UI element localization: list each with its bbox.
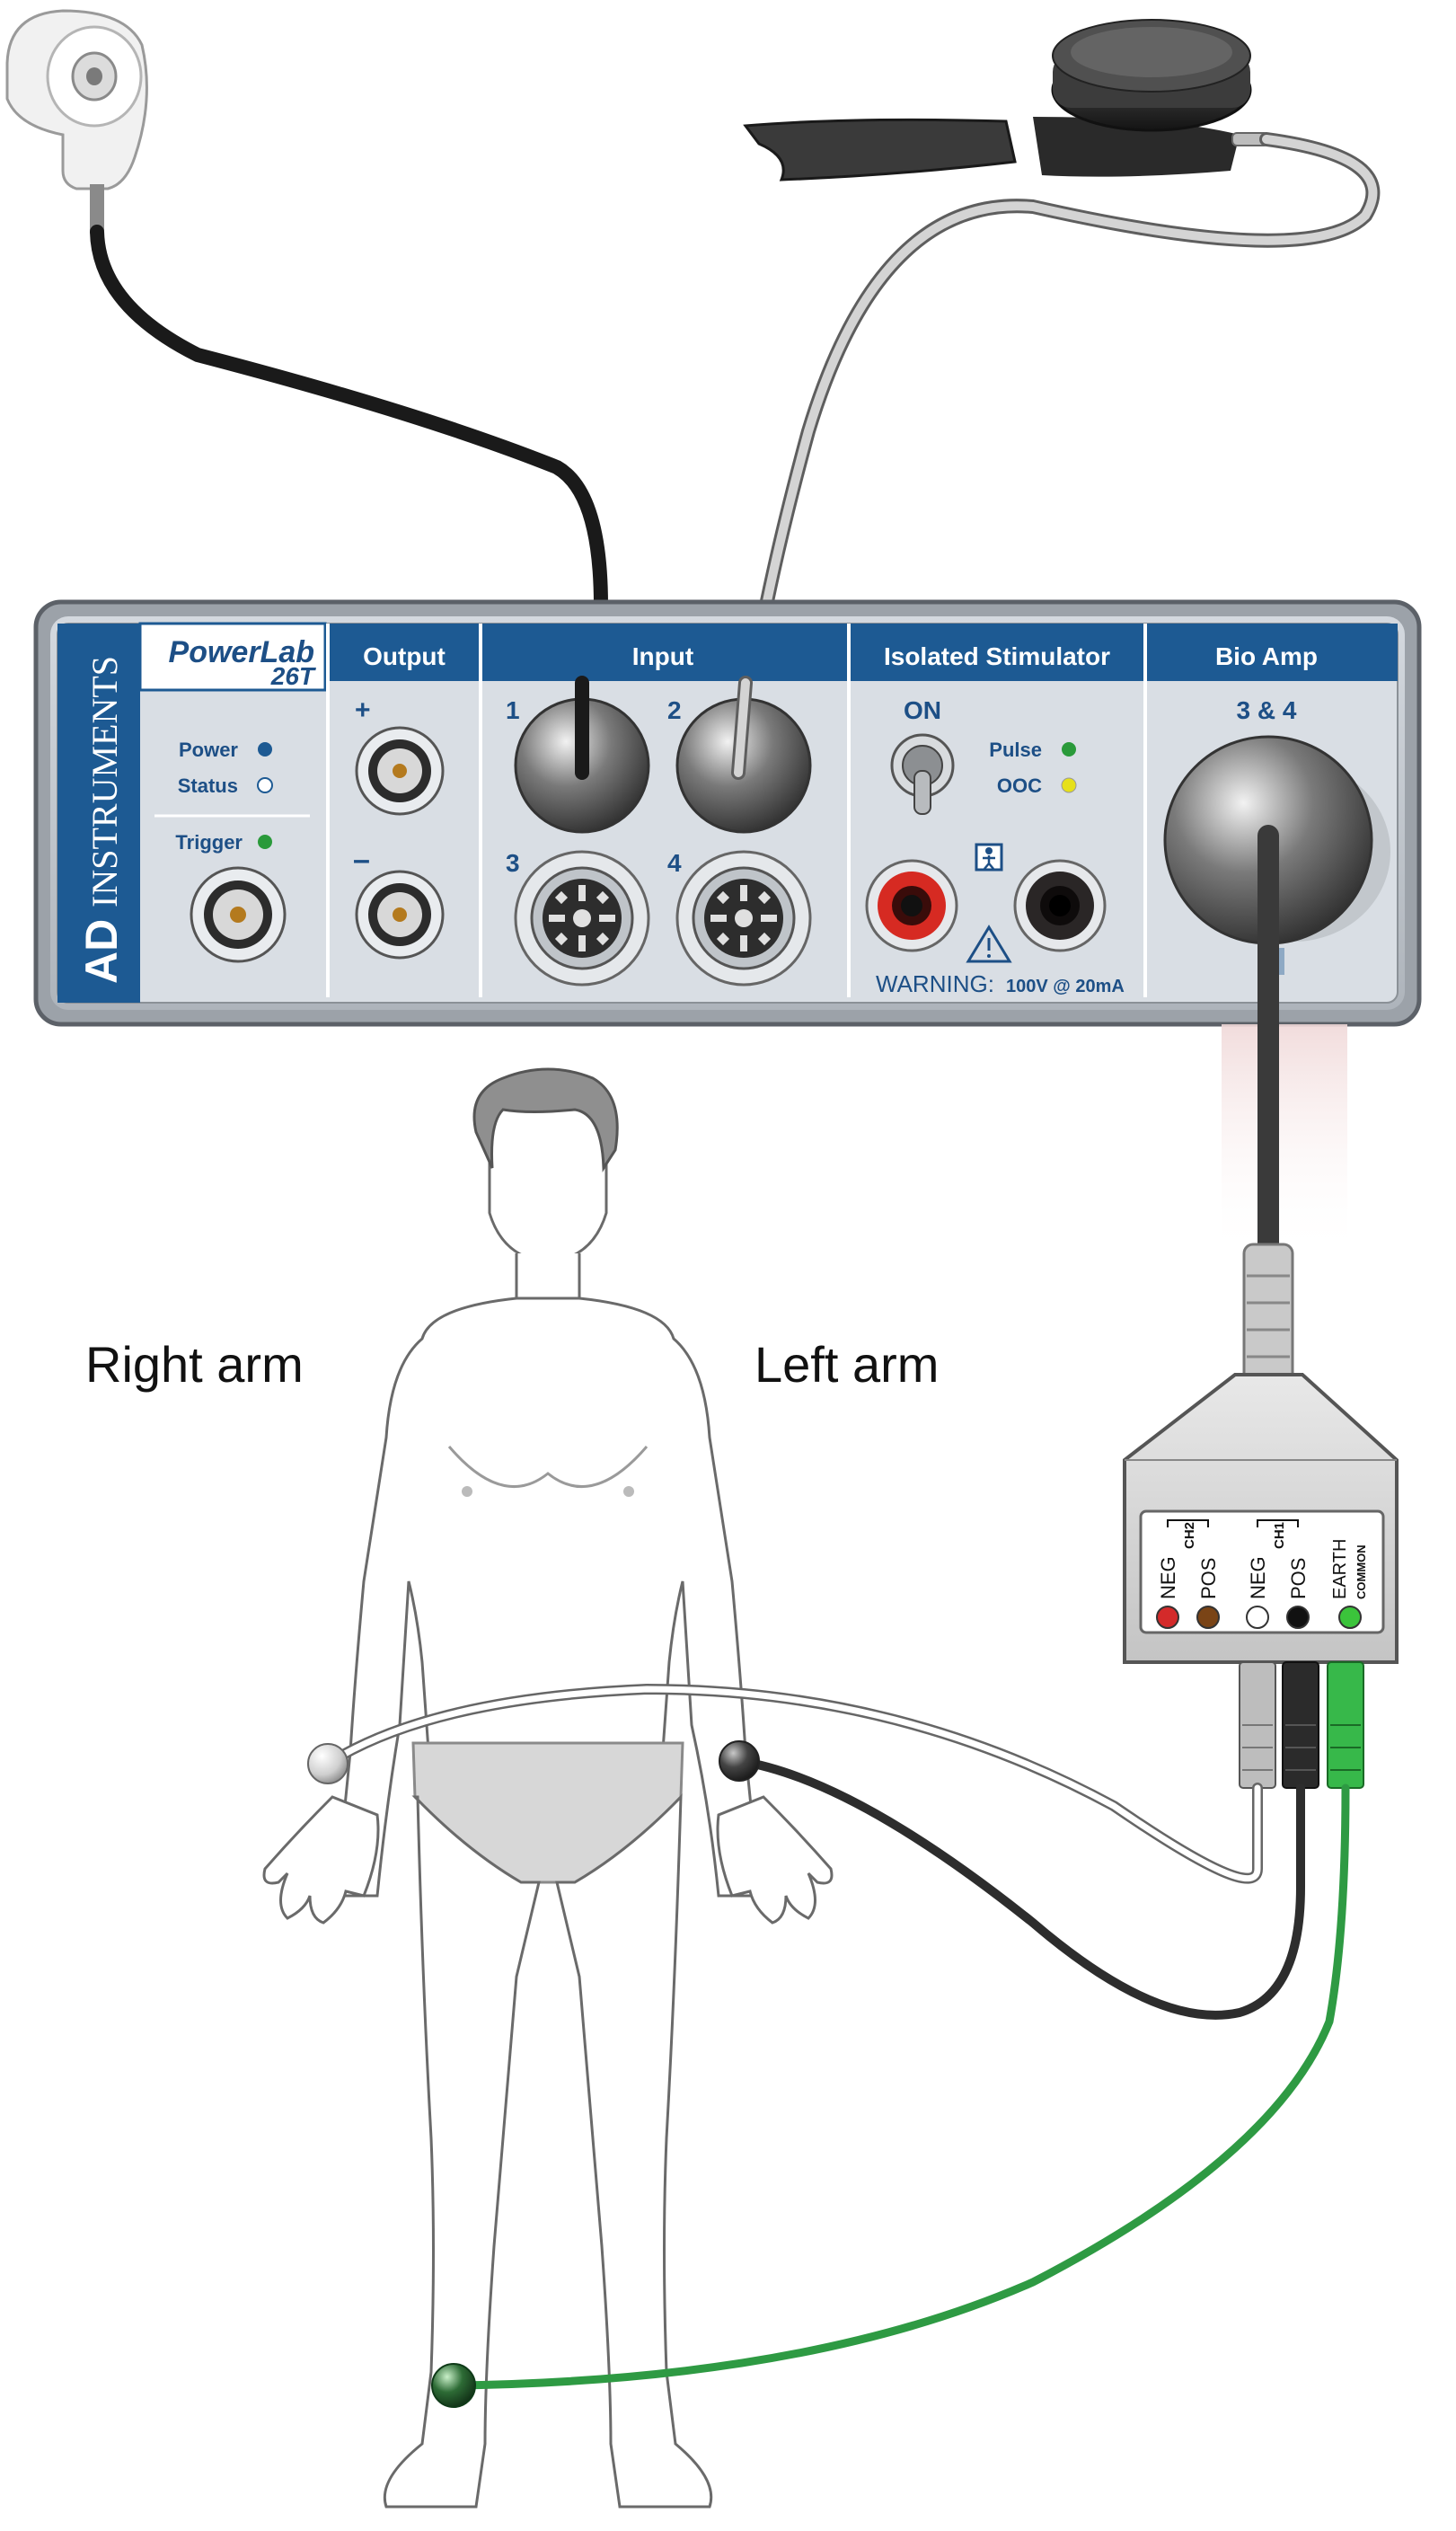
lead-plug-green[interactable]: [1327, 1661, 1364, 1789]
right-arm-label: Right arm: [85, 1336, 304, 1393]
lead-plug-white[interactable]: [1239, 1661, 1276, 1789]
lead-green: [449, 1783, 1350, 2390]
pod-earth-socket[interactable]: [1338, 1606, 1362, 1629]
pod-neg2-socket[interactable]: [1156, 1606, 1179, 1629]
left-arm-label: Left arm: [754, 1336, 939, 1393]
stimulator-toggle-switch[interactable]: [890, 733, 955, 815]
pod-pos2-label: POS: [1197, 1558, 1220, 1599]
ooc-label: OOC: [997, 774, 1042, 797]
powerlab-device: AD INSTRUMENTS PowerLab 26T Output Input…: [33, 599, 1422, 1027]
pod-common-label: COMMON: [1355, 1544, 1368, 1599]
output-minus-label: –: [353, 843, 370, 877]
electrode-green-right-leg: [431, 2363, 476, 2408]
brand-ad: AD: [76, 919, 127, 984]
power-label: Power: [179, 739, 238, 761]
electrode-pod: CH2 CH1 NEG POS NEG POS EARTH COMMON: [1123, 1373, 1399, 1664]
pod-pos1-label: POS: [1287, 1558, 1310, 1599]
section-stimulator: Isolated Stimulator: [884, 642, 1110, 670]
pulse-transducer: [5, 9, 148, 234]
isolated-person-icon: [975, 843, 1003, 872]
input-4-label: 4: [667, 849, 682, 877]
pulse-led: [1062, 742, 1076, 757]
model-line1: PowerLab: [169, 635, 314, 669]
input-2-label: 2: [667, 696, 682, 724]
respiratory-belt: [743, 19, 1269, 181]
pod-ch1-label: CH1: [1272, 1522, 1287, 1549]
brand-rest: INSTRUMENTS: [84, 656, 125, 907]
cable-black-input-1: [90, 225, 608, 726]
output-plus-bnc[interactable]: [355, 726, 445, 816]
pod-neg1-label: NEG: [1247, 1556, 1269, 1599]
stim-red-terminal[interactable]: [865, 859, 958, 952]
trigger-led: [258, 835, 272, 849]
pod-neg2-label: NEG: [1157, 1556, 1179, 1599]
warning-main: WARNING:: [876, 970, 994, 997]
pod-neg1-socket[interactable]: [1246, 1606, 1269, 1629]
input-1-label: 1: [506, 696, 520, 724]
warning-triangle-icon: [966, 925, 1012, 963]
input-3-label: 3: [506, 849, 520, 877]
pod-pos1-socket[interactable]: [1286, 1606, 1310, 1629]
ooc-led: [1061, 777, 1077, 793]
lead-black: [735, 1757, 1305, 2020]
section-output: Output: [363, 642, 446, 670]
output-plus-label: +: [355, 695, 371, 725]
pod-ch2-label: CH2: [1182, 1522, 1197, 1549]
warning-detail: 100V @ 20mA: [1006, 977, 1125, 996]
cable-strain-relief: [1242, 1243, 1294, 1390]
stim-on-label: ON: [904, 696, 941, 724]
stim-black-terminal[interactable]: [1013, 859, 1107, 952]
pulse-label: Pulse: [989, 739, 1042, 761]
power-led: [258, 742, 272, 757]
section-input: Input: [632, 642, 693, 670]
lead-plug-black[interactable]: [1282, 1661, 1319, 1789]
section-bioamp: Bio Amp: [1215, 642, 1318, 670]
status-led: [257, 777, 273, 793]
input-4-din-connector[interactable]: [675, 850, 812, 987]
output-minus-bnc[interactable]: [355, 870, 445, 960]
pod-pos2-socket[interactable]: [1196, 1606, 1220, 1629]
electrode-black-left-wrist: [719, 1740, 760, 1782]
pod-earth-label: EARTH: [1330, 1539, 1350, 1599]
input-3-din-connector[interactable]: [514, 850, 650, 987]
human-figure: [262, 1067, 834, 2509]
electrode-white-right-wrist: [307, 1743, 349, 1784]
model-line2: 26T: [270, 662, 317, 690]
trigger-bnc-connector[interactable]: [190, 866, 287, 963]
status-label: Status: [178, 774, 238, 797]
bioamp-channel-label: 3 & 4: [1237, 696, 1297, 724]
trigger-label: Trigger: [175, 831, 243, 854]
